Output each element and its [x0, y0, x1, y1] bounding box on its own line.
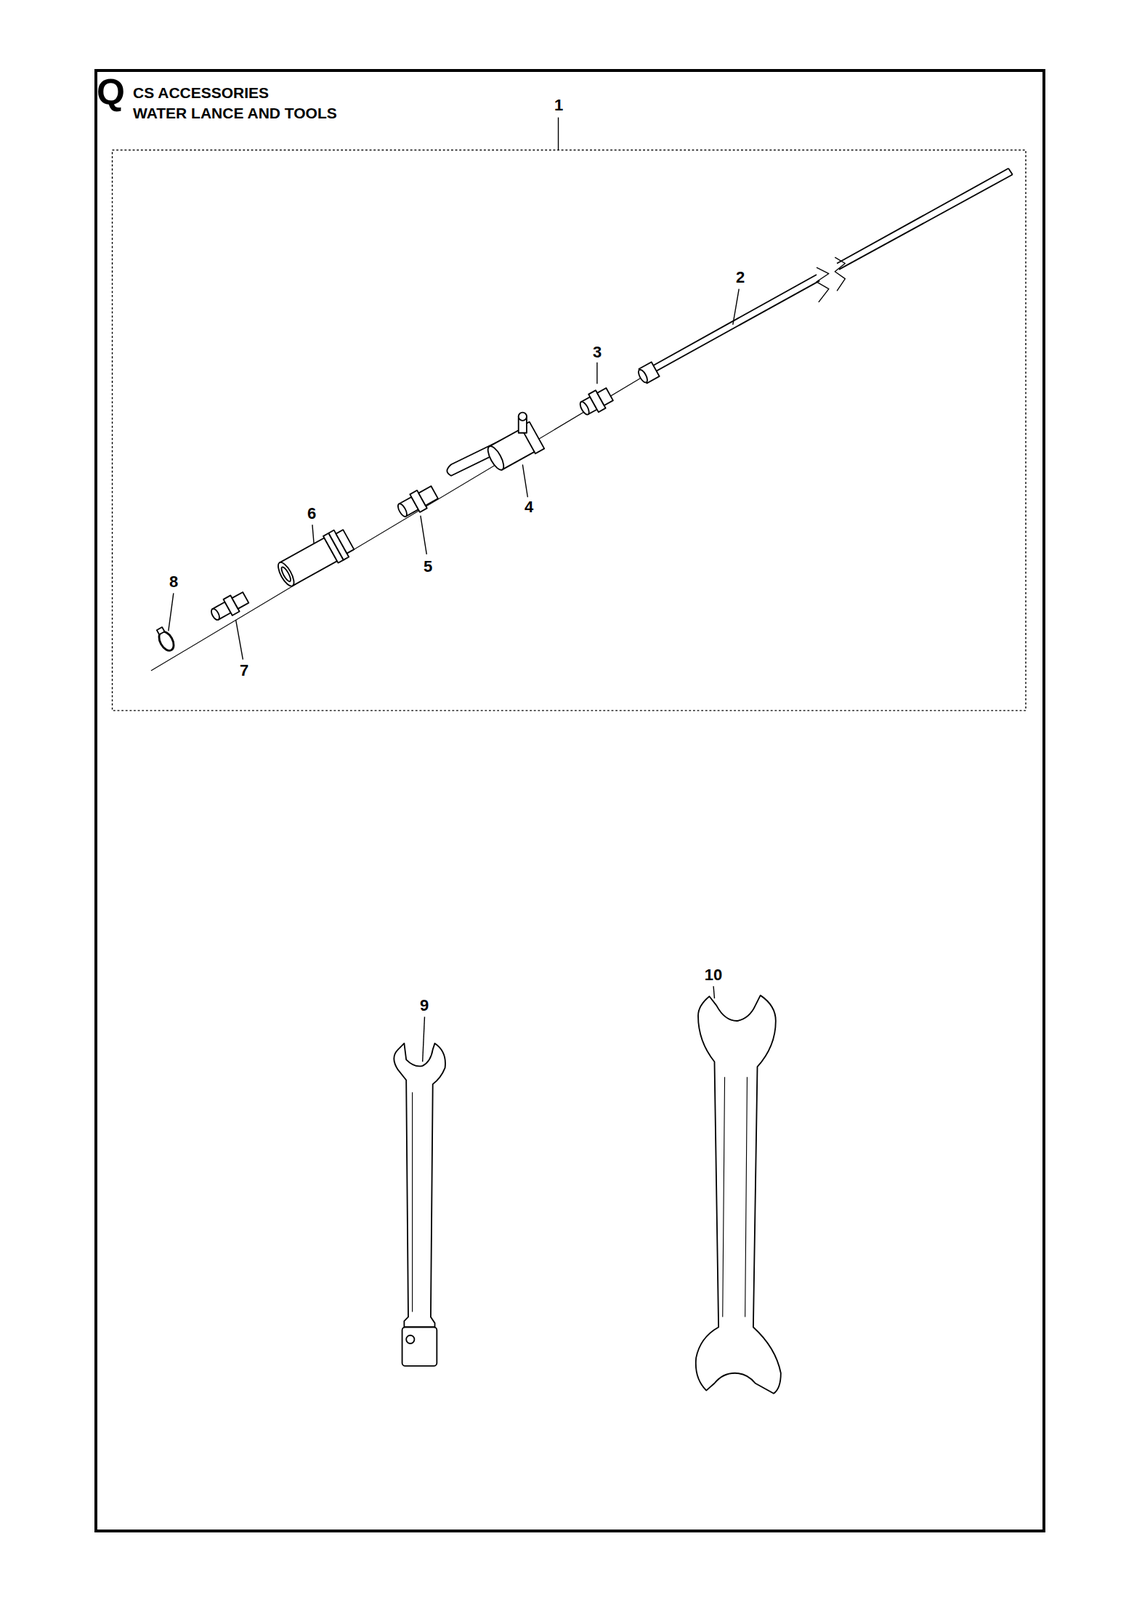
- section-title: CS ACCESSORIES: [132, 84, 269, 101]
- quick-coupler: [273, 525, 356, 590]
- callout-number: 3: [592, 343, 602, 362]
- kit-outline: [112, 150, 1026, 711]
- callout-number: 4: [524, 498, 534, 516]
- assembly-axis: [151, 370, 654, 671]
- ball-valve: [446, 412, 545, 476]
- fitting: [576, 385, 615, 419]
- callout-number: 6: [307, 504, 317, 523]
- lance-tube: [636, 168, 1013, 386]
- section-letter: Q: [96, 72, 125, 113]
- callout-number: 10: [704, 966, 723, 984]
- section-subtitle: WATER LANCE AND TOOLS: [132, 104, 338, 122]
- hose-clamp: [154, 625, 177, 654]
- hose-barb: [208, 589, 251, 624]
- open-end-wrench: [695, 995, 781, 1394]
- socket-head: [402, 1327, 438, 1366]
- socket-wrench: [393, 1043, 446, 1328]
- callout-number: 9: [419, 996, 429, 1015]
- callout-number: 5: [423, 557, 433, 576]
- callout-number: 8: [169, 573, 178, 591]
- nipple: [394, 483, 440, 521]
- callout-number: 2: [735, 268, 745, 287]
- page-frame: [95, 70, 1044, 1531]
- callout-number: 1: [554, 96, 564, 115]
- callout-number: 7: [239, 661, 249, 680]
- leader-lines: [168, 117, 739, 1063]
